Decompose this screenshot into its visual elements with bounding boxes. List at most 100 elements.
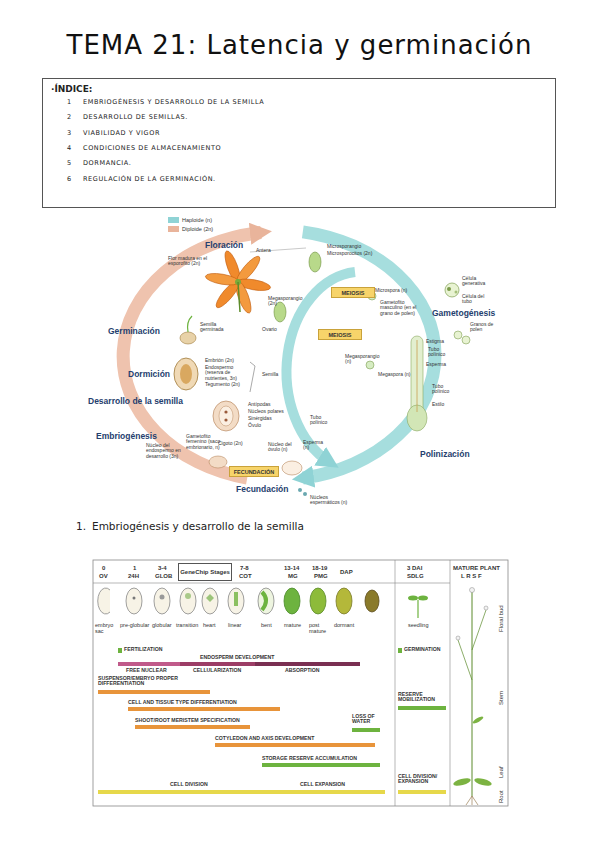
bar [262, 763, 380, 767]
part-label: Óvulo [248, 423, 261, 428]
embryo-dot [185, 593, 191, 599]
plant-branch [458, 640, 472, 680]
part-label: Megaspora (n) [378, 372, 411, 377]
index-item: VIABILIDAD Y VIGOR [83, 129, 160, 137]
embryo-sac [219, 406, 233, 426]
chart-frame [93, 560, 508, 806]
embryo-linear [234, 592, 238, 606]
stage-name: bent [261, 623, 272, 629]
stage-number: 7-8 [240, 565, 249, 571]
plant-stem [472, 592, 473, 796]
stage-label: Desarrollo de la semilla [88, 397, 183, 406]
process-label: FERTILIZATION [124, 647, 163, 652]
part-label: Microsporocitos (2n) [327, 251, 372, 256]
index-item: EMBRIOGÉNESIS Y DESARROLLO DE LA SEMILLA [83, 98, 264, 106]
part-label: Núcleos polares [248, 409, 284, 414]
stage-label: Dormición [128, 370, 170, 379]
box-text: MEIOSIS [329, 332, 352, 338]
microsporangium [309, 252, 321, 272]
legend-swatch [168, 226, 179, 232]
part-label: Semilla germinada [200, 322, 230, 333]
stage-code: MG [288, 573, 298, 579]
stage-name: pre-globular [120, 623, 149, 629]
box-text: FECUNDACIÓN [234, 469, 275, 475]
part-label: Gametofito masculino (en el grano de pol… [380, 300, 422, 316]
item-number: 4 [67, 144, 72, 152]
process-label: CELLULARIZATION [193, 668, 241, 673]
part-label: Microsporangio [327, 244, 361, 249]
process-label: ABSORPTION [285, 668, 320, 673]
plant-branch [472, 610, 486, 650]
section-heading: Embriogénesis y desarrollo de la semilla [92, 521, 304, 532]
process-label: SHOOT/ROOT MERISTEM SPECIFICATION [135, 718, 240, 723]
index-item: REGULACIÓN DE LA GERMINACIÓN. [83, 175, 216, 183]
stage-code: PMG [314, 573, 328, 579]
egg [282, 461, 302, 475]
nucleus [224, 418, 227, 421]
part-label: Tubo polínico [310, 415, 334, 426]
stage-code: 24H [128, 573, 139, 579]
legend-text: Haploide (n) [182, 217, 212, 223]
stage-number: 3 DAI [407, 565, 422, 571]
stage-number: 13-14 [284, 565, 299, 571]
zygote [209, 456, 227, 468]
organ-label: Root [498, 790, 504, 803]
rosette-leaf [474, 777, 493, 787]
roots [466, 796, 478, 805]
flower-stem [238, 282, 240, 312]
stage-icon [336, 588, 352, 614]
embryo-dot [133, 597, 136, 600]
item-number: 5 [67, 159, 72, 167]
bar [398, 648, 402, 653]
stage-label: Gametogénesis [432, 309, 495, 318]
box-heading: ·ÍNDICE: [51, 84, 92, 94]
item-number: 3 [67, 129, 72, 137]
process-label: STORAGE RESERVE ACCUMULATION [262, 756, 357, 761]
bar [300, 790, 385, 794]
bar [215, 743, 375, 747]
legend-text: Diploide (2n) [182, 226, 213, 232]
bar [128, 707, 280, 711]
header-rule [93, 583, 450, 584]
process-label: LOSS OF WATER [352, 714, 382, 725]
tube-cell [455, 291, 458, 294]
rosette-leaf [453, 777, 472, 787]
process-label: FREE NUCLEAR [126, 668, 167, 673]
process-label: GERMINATION [404, 647, 441, 652]
flower-bud [456, 636, 460, 640]
stage-icon [126, 588, 142, 614]
organ-label: Stem [498, 691, 504, 705]
process-label: CELL EXPANSION [300, 782, 345, 787]
stage-number: 3-4 [158, 565, 167, 571]
stage-name: embryo sac [95, 623, 115, 635]
part-label: Célula del tubo [462, 294, 494, 305]
part-label: Megasporangio (2n) [268, 296, 304, 307]
item-number: 6 [67, 175, 72, 183]
part-label: Esperma (n) [303, 440, 329, 451]
stage-label: Polinización [420, 450, 470, 459]
stage-icon [98, 588, 110, 614]
seed [174, 358, 198, 390]
process-tag: MEIOSIS [318, 329, 362, 340]
part-label: Tubo polínico [432, 384, 456, 395]
part-label: Granos de polen [470, 322, 496, 333]
pollen-tube [417, 340, 418, 412]
diploid-arc [123, 233, 261, 479]
column-rule [450, 560, 451, 806]
bar [98, 790, 300, 794]
pollen-grain [462, 336, 470, 344]
process-label: ENDOSPERM DEVELOPMENT [200, 655, 274, 660]
stage-icon [310, 588, 326, 614]
part-label: Semilla [262, 372, 278, 377]
part-label: Microspora (n) [375, 288, 407, 293]
cotyledon [418, 596, 428, 601]
haploid-arc [303, 232, 435, 478]
organ-label: Floral bud [498, 605, 504, 632]
sprout [188, 316, 193, 332]
stage-number: 18-19 [312, 565, 327, 571]
bar [398, 706, 446, 710]
process-label: COTYLEDON AND AXIS DEVELOPMENT [215, 736, 314, 741]
process-label: SUSPENSOR/EMBRYO PROPER DIFFERENTIATION [98, 676, 198, 687]
part-label: Cigoto (2n) [218, 441, 243, 446]
